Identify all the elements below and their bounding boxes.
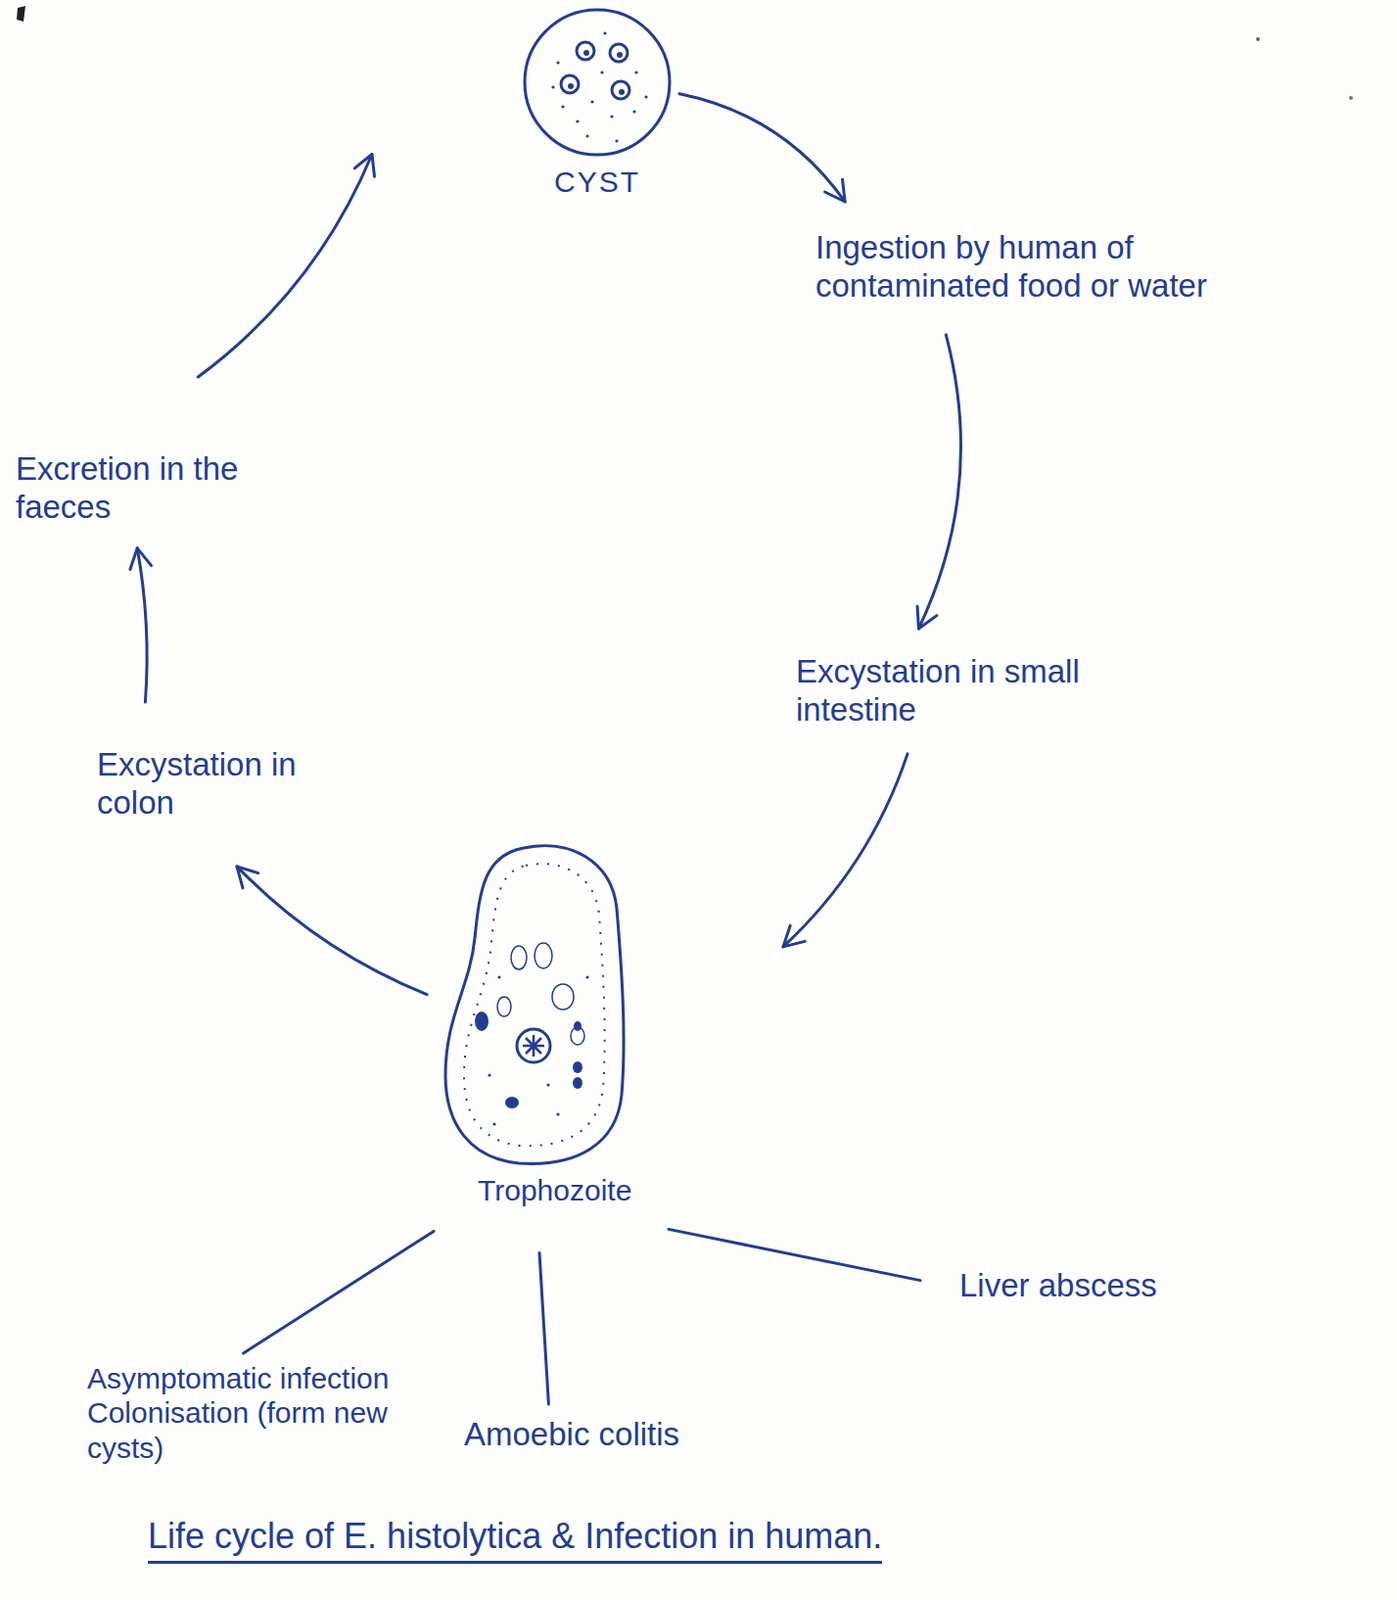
granule (551, 85, 555, 89)
karyosome (618, 89, 625, 95)
step-label: Excystation in colon (96, 745, 352, 823)
shape-label: CYST (518, 164, 676, 199)
cyst-drawing (518, 3, 676, 161)
granule (609, 114, 613, 118)
outcome-text: Asymptomatic infection Colonisation (for… (87, 1360, 460, 1465)
vacuole (511, 945, 527, 970)
granule (556, 60, 559, 64)
cell-membrane (445, 845, 624, 1165)
arrowhead (354, 154, 374, 178)
granule (644, 94, 648, 98)
ectoplasm-border (464, 863, 606, 1146)
granule (603, 31, 606, 35)
granule (492, 1121, 496, 1125)
karyosome (616, 51, 623, 58)
arrowhead (917, 605, 937, 629)
karyosome (567, 83, 574, 90)
connector-line (243, 1230, 434, 1353)
granule (634, 70, 638, 74)
step-text: Excretion in the faeces (15, 450, 280, 527)
granule (632, 109, 636, 113)
step-text: Excystation in small intestine (795, 652, 1168, 730)
speck (1256, 37, 1260, 42)
ingested-rbc (572, 1061, 583, 1073)
arrowhead (825, 179, 846, 202)
outcome-text: Amoebic colitis (464, 1415, 817, 1454)
cyst-node: CYST (518, 3, 676, 199)
nucleus (609, 44, 628, 62)
trophozoite-node: Trophozoite (430, 839, 725, 1208)
ingested-rbc (573, 1021, 582, 1031)
ingested-rbc (505, 1096, 519, 1109)
cycle-arrow (679, 93, 845, 202)
granule (614, 139, 618, 142)
step-label: Ingestion by human of contaminated food … (815, 229, 1237, 306)
granule (585, 975, 589, 978)
connector-line (236, 866, 427, 995)
speck (1349, 95, 1353, 100)
arrowhead (236, 866, 259, 888)
outcome-text: Liver abscess (959, 1266, 1254, 1305)
nucleus (611, 81, 630, 99)
nucleus (560, 75, 579, 94)
nucleus (576, 42, 595, 60)
ingested-rbc (474, 1011, 489, 1031)
granule (556, 1112, 559, 1116)
shape-label: Trophozoite (477, 1172, 725, 1208)
cycle-arrow (236, 866, 427, 995)
granule (600, 70, 604, 74)
connector-line (137, 548, 147, 702)
trophozoite-drawing (430, 839, 725, 1171)
step-label: Excystation in small intestine (795, 652, 1168, 730)
granule (560, 104, 564, 108)
cycle-arrow (668, 1228, 921, 1280)
connector-line (918, 334, 961, 629)
granule (487, 1072, 491, 1076)
connector-line (783, 753, 908, 947)
nucleus (516, 1028, 551, 1063)
figure-caption: Life cycle of E. histolytica & Infection… (147, 1515, 883, 1564)
arrowhead (130, 548, 152, 570)
vacuole (552, 983, 574, 1010)
cycle-arrow (130, 548, 152, 702)
granule (585, 134, 589, 138)
connector-line (668, 1228, 921, 1280)
step-label: Liver abscess (959, 1266, 1254, 1305)
granule (546, 1082, 550, 1086)
cycle-arrow (539, 1252, 549, 1404)
step-text: Ingestion by human of contaminated food … (815, 229, 1237, 306)
karyosome (522, 1034, 545, 1057)
connector-line (539, 1252, 549, 1404)
granule (497, 975, 501, 978)
granule (590, 99, 594, 103)
vacuole (497, 996, 512, 1017)
step-label: Excretion in the faeces (15, 450, 280, 527)
cycle-arrow (197, 154, 374, 377)
step-text: Excystation in colon (96, 745, 352, 823)
vacuole (534, 942, 553, 969)
cyst-wall (524, 9, 670, 155)
arrowhead (783, 925, 805, 947)
connector-line (197, 154, 373, 377)
granule (575, 119, 579, 123)
step-label: Asymptomatic infection Colonisation (for… (87, 1360, 460, 1465)
karyosome (583, 49, 590, 56)
cycle-arrow (783, 753, 908, 947)
cycle-arrow (917, 334, 961, 629)
cycle-arrow (243, 1230, 434, 1353)
ingested-rbc (572, 1076, 583, 1089)
connector-line (679, 93, 845, 202)
step-label: Amoebic colitis (464, 1415, 817, 1454)
ink-blot (16, 5, 26, 22)
